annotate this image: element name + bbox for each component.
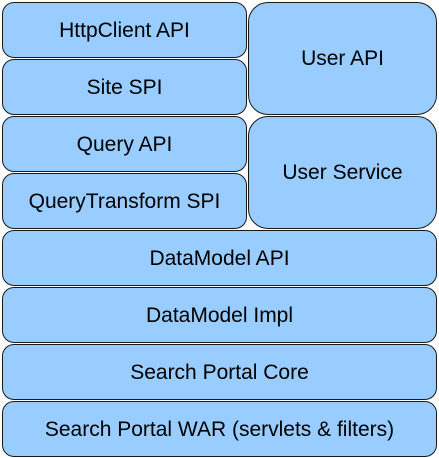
layer-label: Search Portal Core [130, 360, 309, 384]
layer-label: Query API [76, 132, 173, 156]
layer-label: User Service [282, 161, 403, 184]
layer-label: Site SPI [86, 75, 163, 99]
layer-user-service: User Service [248, 116, 437, 229]
layer-label: HttpClient API [59, 18, 190, 42]
layer-datamodel-impl: DataModel Impl [2, 287, 437, 343]
layer-user-api: User API [248, 2, 437, 115]
layer-querytransform-spi: QueryTransform SPI [2, 173, 247, 229]
layer-httpclient-api: HttpClient API [2, 2, 247, 58]
layer-query-api: Query API [2, 116, 247, 172]
layer-label: Search Portal WAR (servlets & filters) [44, 417, 395, 441]
layer-label: DataModel Impl [145, 303, 294, 327]
layer-search-portal-war: Search Portal WAR (servlets & filters) [2, 401, 437, 457]
layer-label: QueryTransform SPI [28, 189, 221, 213]
layer-label: DataModel API [149, 246, 290, 270]
layer-search-portal-core: Search Portal Core [2, 344, 437, 400]
layer-datamodel-api: DataModel API [2, 230, 437, 286]
layer-site-spi: Site SPI [2, 59, 247, 115]
layer-label: User API [301, 47, 384, 70]
